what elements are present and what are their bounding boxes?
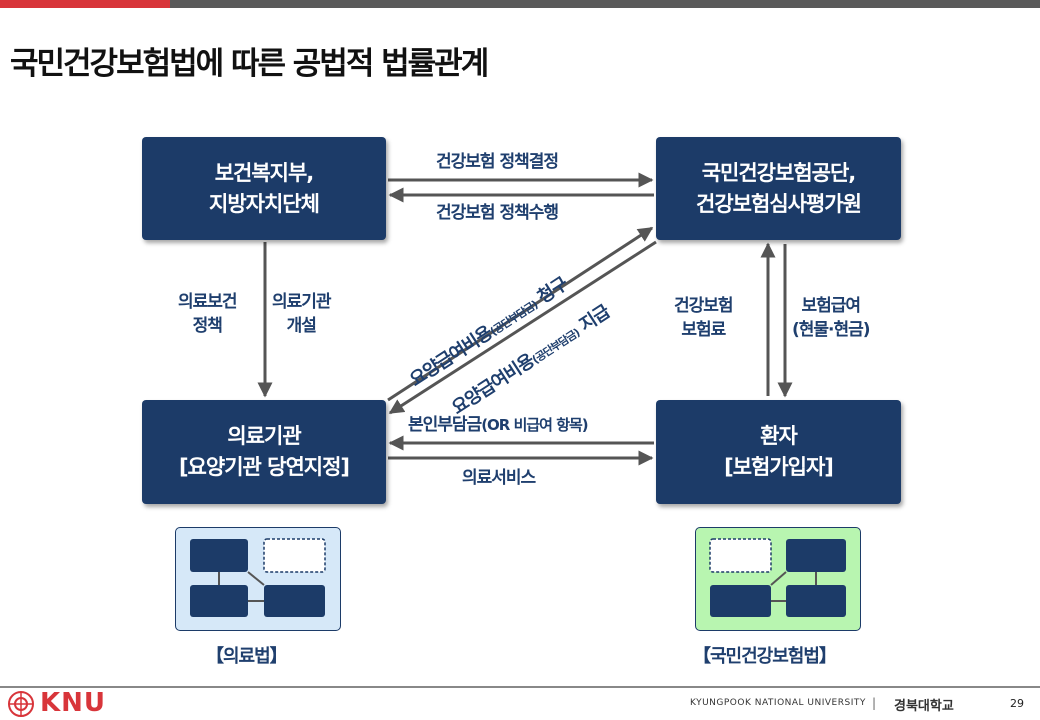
knu-emblem-icon (8, 691, 34, 717)
page-number: 29 (1010, 697, 1024, 710)
label-facility-open-line2: 개설 (286, 316, 317, 336)
box-medical-institution-line2: [요양기관 당연지정] (178, 455, 350, 479)
label-policy-execution: 건강보험 정책수행 (436, 203, 559, 223)
university-name-en: KYUNGPOOK NATIONAL UNIVERSITY (690, 698, 866, 708)
medical-law-panel (175, 527, 341, 631)
label-insurance-premium-line1: 건강보험 (674, 296, 734, 316)
knu-logo-text: KNU (40, 688, 107, 718)
arrow-claim (387, 226, 654, 402)
box-patient-line1: 환자 (760, 424, 798, 448)
box-medical-institution: 의료기관 [요양기관 당연지정] (142, 400, 386, 504)
caption-nhi-law: 【국민건강보험법】 (693, 646, 837, 667)
top-bar (0, 0, 1040, 8)
arrow-payment (388, 240, 657, 415)
label-facility-open: 의료기관 개설 (272, 290, 332, 338)
footer-separator: | (872, 696, 877, 710)
label-copay-note: (OR 비급여 항목) (481, 416, 588, 434)
label-insurance-benefit: 보험급여 (현물·현금) (792, 294, 871, 342)
box-patient: 환자 [보험가입자] (656, 400, 901, 504)
label-medical-policy-line2: 정책 (192, 316, 223, 336)
box-insurance-corp-line1: 국민건강보험공단, (701, 160, 857, 185)
box-ministry-line1: 보건복지부, (214, 160, 315, 185)
box-medical-institution-line1: 의료기관 (227, 424, 301, 448)
top-bar-accent (0, 0, 170, 8)
box-patient-line2: [보험가입자] (724, 455, 834, 479)
footer-divider (0, 686, 1040, 688)
label-insurance-premium-line2: 보험료 (681, 320, 726, 340)
box-ministry: 보건복지부, 지방자치단체 (142, 137, 386, 240)
box-insurance-corp: 국민건강보험공단, 건강보험심사평가원 (656, 137, 901, 240)
label-medical-policy-line1: 의료보건 (178, 292, 238, 312)
university-name-ko: 경북대학교 (894, 699, 954, 714)
caption-medical-law: 【의료법】 (206, 646, 288, 667)
label-policy-decision: 건강보험 정책결정 (436, 152, 559, 172)
nhi-law-panel (695, 527, 861, 631)
label-copay: 본인부담금(OR 비급여 항목) (408, 413, 589, 437)
label-medical-service: 의료서비스 (462, 468, 536, 488)
box-ministry-line2: 지방자치단체 (209, 191, 320, 216)
label-insurance-premium: 건강보험 보험료 (674, 294, 734, 342)
box-insurance-corp-line2: 건강보험심사평가원 (696, 191, 862, 216)
page-title: 국민건강보험법에 따른 공법적 법률관계 (10, 46, 489, 82)
label-insurance-benefit-line1: 보험급여 (801, 296, 862, 316)
label-copay-main: 본인부담금 (408, 415, 482, 435)
label-facility-open-line1: 의료기관 (272, 292, 332, 312)
nhi-law-mini-diagram (709, 538, 846, 617)
label-medical-policy: 의료보건 정책 (178, 290, 238, 338)
medical-law-mini-diagram (190, 538, 326, 617)
label-insurance-benefit-line2: (현물·현금) (792, 320, 871, 340)
